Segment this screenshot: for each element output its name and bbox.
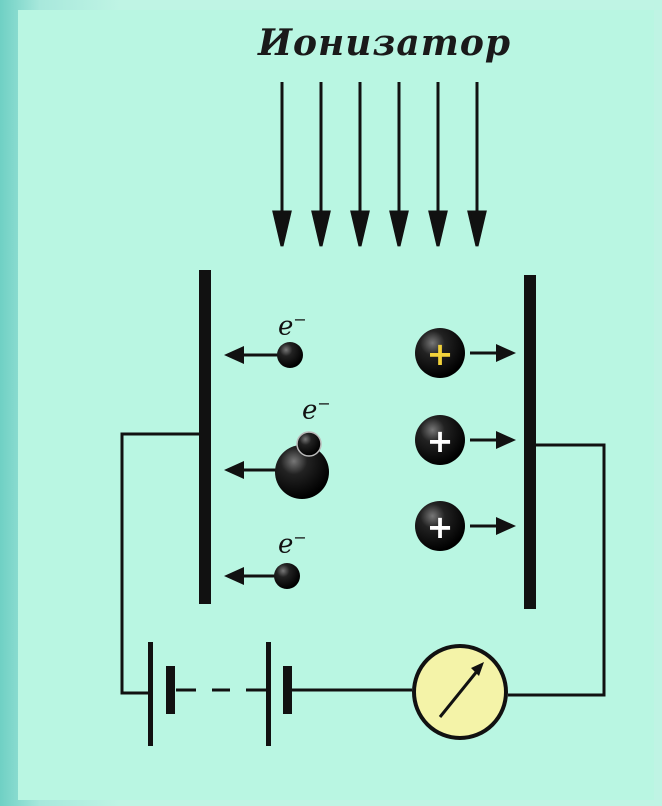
ionizer-arrows xyxy=(272,82,487,247)
battery-cell-icon xyxy=(266,642,292,746)
diagram-panel xyxy=(18,10,654,800)
electron-3 xyxy=(224,563,300,589)
positive-ion-icon xyxy=(415,501,465,551)
negative-ion-icon xyxy=(275,445,329,499)
battery-cell-icon xyxy=(148,642,175,746)
positive-ion-1: + xyxy=(415,328,516,378)
ionizer-arrow-icon xyxy=(272,82,292,247)
electron-label-2-charge: − xyxy=(317,394,331,413)
ionizer-arrow-icon xyxy=(389,82,409,247)
electron-icon xyxy=(296,431,322,457)
positive-ion-icon xyxy=(415,328,465,378)
electron-1 xyxy=(224,342,303,368)
right-plate xyxy=(524,275,536,609)
ionizer-arrow-icon xyxy=(467,82,487,247)
positive-ion-icon xyxy=(415,415,465,465)
electron-label-1-charge: − xyxy=(293,310,307,329)
electron-label-2-text: e xyxy=(302,395,318,426)
positive-ion-2: + xyxy=(415,415,516,465)
positive-ion-3: + xyxy=(415,501,516,551)
battery xyxy=(148,642,292,746)
ionizer-arrow-icon xyxy=(350,82,370,247)
electron-label-3: e− xyxy=(278,528,307,560)
positive-ion-sign: + xyxy=(427,335,454,373)
ammeter-icon xyxy=(412,644,508,740)
electron-label-3-text: e xyxy=(278,529,294,560)
electron-label-1-text: e xyxy=(278,311,294,342)
circuit-wires xyxy=(120,432,606,697)
electron-label-1: e− xyxy=(278,310,307,342)
electron-negative-ion xyxy=(224,431,329,499)
ionizer-title: Ионизатор xyxy=(258,22,512,64)
electron-label-2: e− xyxy=(302,394,331,426)
ionizer-arrow-icon xyxy=(311,82,331,247)
electron-icon xyxy=(274,563,300,589)
positive-ion-sign: + xyxy=(427,508,454,546)
electron-icon xyxy=(277,342,303,368)
electron-label-3-charge: − xyxy=(293,528,307,547)
left-plate xyxy=(199,270,211,604)
positive-ion-sign: + xyxy=(427,422,454,460)
ionizer-arrow-icon xyxy=(428,82,448,247)
